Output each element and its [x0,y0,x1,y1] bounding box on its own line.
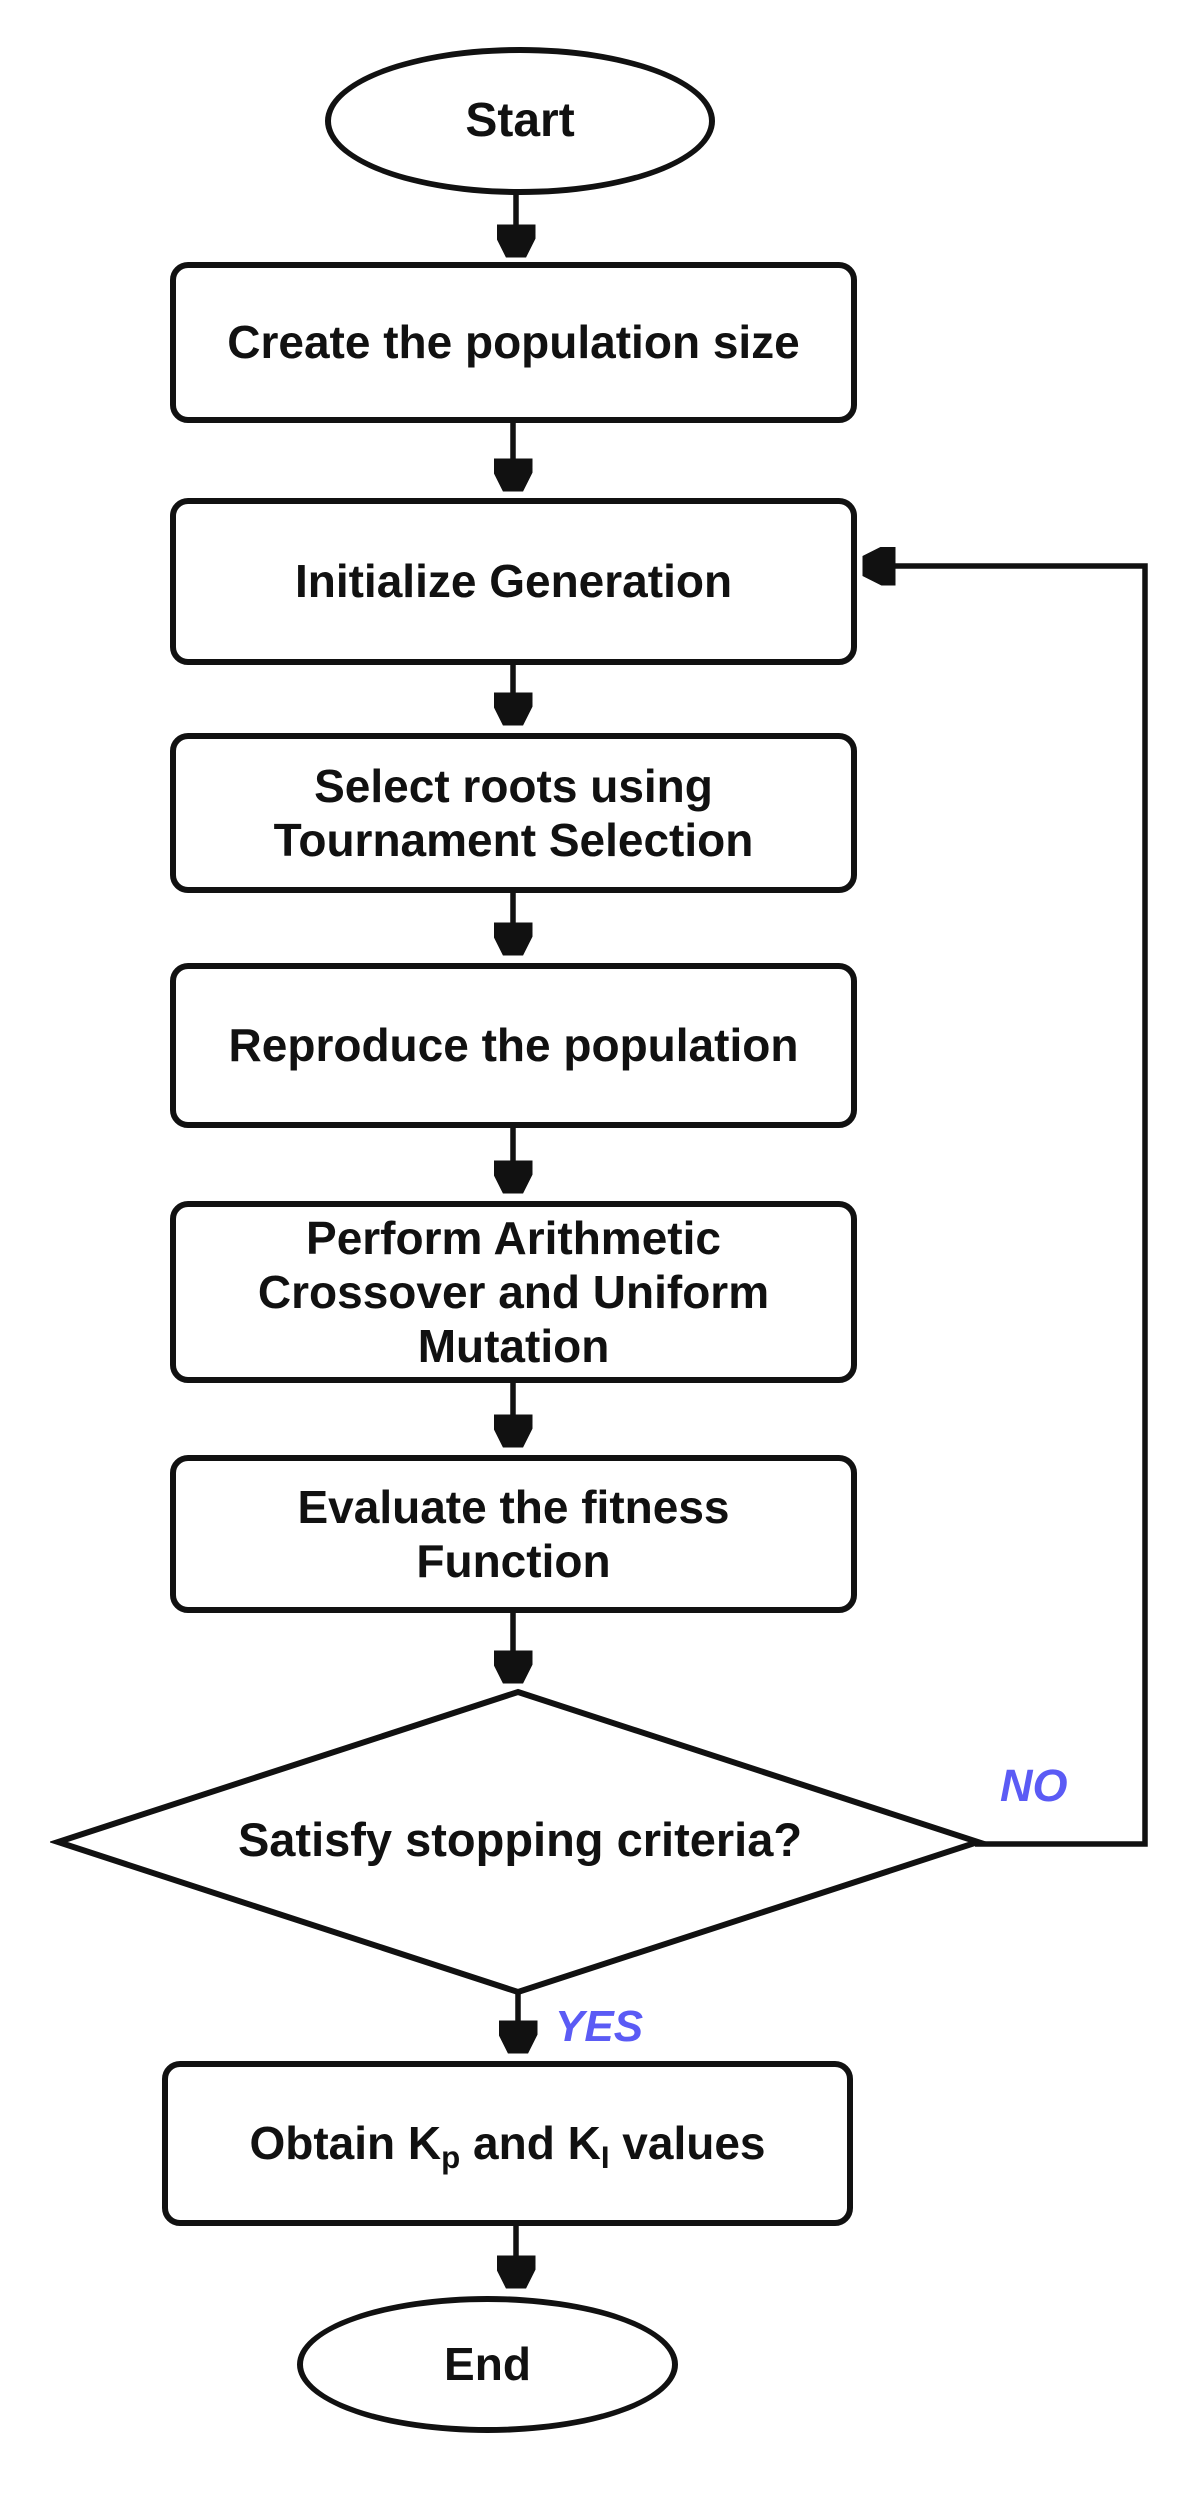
crossover-line2: Crossover and Uniform [257,1265,770,1318]
select-roots-line2: Tournament Selection [273,814,754,866]
node-end: End [297,2296,678,2433]
node-evaluate-fitness-label: Evaluate the fitness Function [297,1480,729,1589]
decision-diamond [50,1688,986,1996]
branch-label-yes: YES [555,2002,644,2051]
evaluate-line1: Evaluate the fitness [297,1480,730,1533]
node-crossover-mutation-label: Perform Arithmetic Crossover and Uniform… [258,1211,769,1374]
obtain-text-3: values [609,2117,766,2170]
node-evaluate-fitness: Evaluate the fitness Function [170,1455,857,1613]
node-obtain-gains: Obtain Kp and KI values [162,2061,853,2226]
node-end-label: End [444,2338,531,2391]
node-crossover-mutation: Perform Arithmetic Crossover and Uniform… [170,1201,857,1383]
node-create-population-label: Create the population size [227,316,800,369]
obtain-subscript-p: p [441,2140,461,2176]
crossover-line3: Mutation [417,1320,610,1373]
node-start: Start [325,47,715,195]
node-reproduce-population: Reproduce the population [170,963,857,1128]
node-select-roots: Select roots using Tournament Selection [170,733,857,893]
node-initialize-generation-label: Initialize Generation [294,555,733,608]
edge-decision-no-loop-to-initialize [866,566,1148,1847]
branch-label-no: NO [1000,1760,1068,1811]
node-stopping-criteria-shape [50,1688,986,1996]
obtain-text-2: and K [460,2117,601,2170]
node-initialize-generation: Initialize Generation [170,498,857,665]
obtain-subscript-i: I [600,2140,610,2176]
node-reproduce-population-label: Reproduce the population [228,1019,799,1072]
crossover-line1: Perform Arithmetic [306,1211,721,1264]
node-start-label: Start [465,93,575,147]
node-stopping-criteria-label: Satisfy stopping criteria? [237,1813,803,1866]
select-roots-line1: Select roots using [314,759,713,812]
obtain-text-1: Obtain K [249,2117,442,2170]
node-obtain-gains-label: Obtain Kp and KI values [249,2116,766,2173]
evaluate-line2: Function [416,1535,611,1587]
node-select-roots-label: Select roots using Tournament Selection [274,759,754,868]
node-create-population: Create the population size [170,262,857,423]
